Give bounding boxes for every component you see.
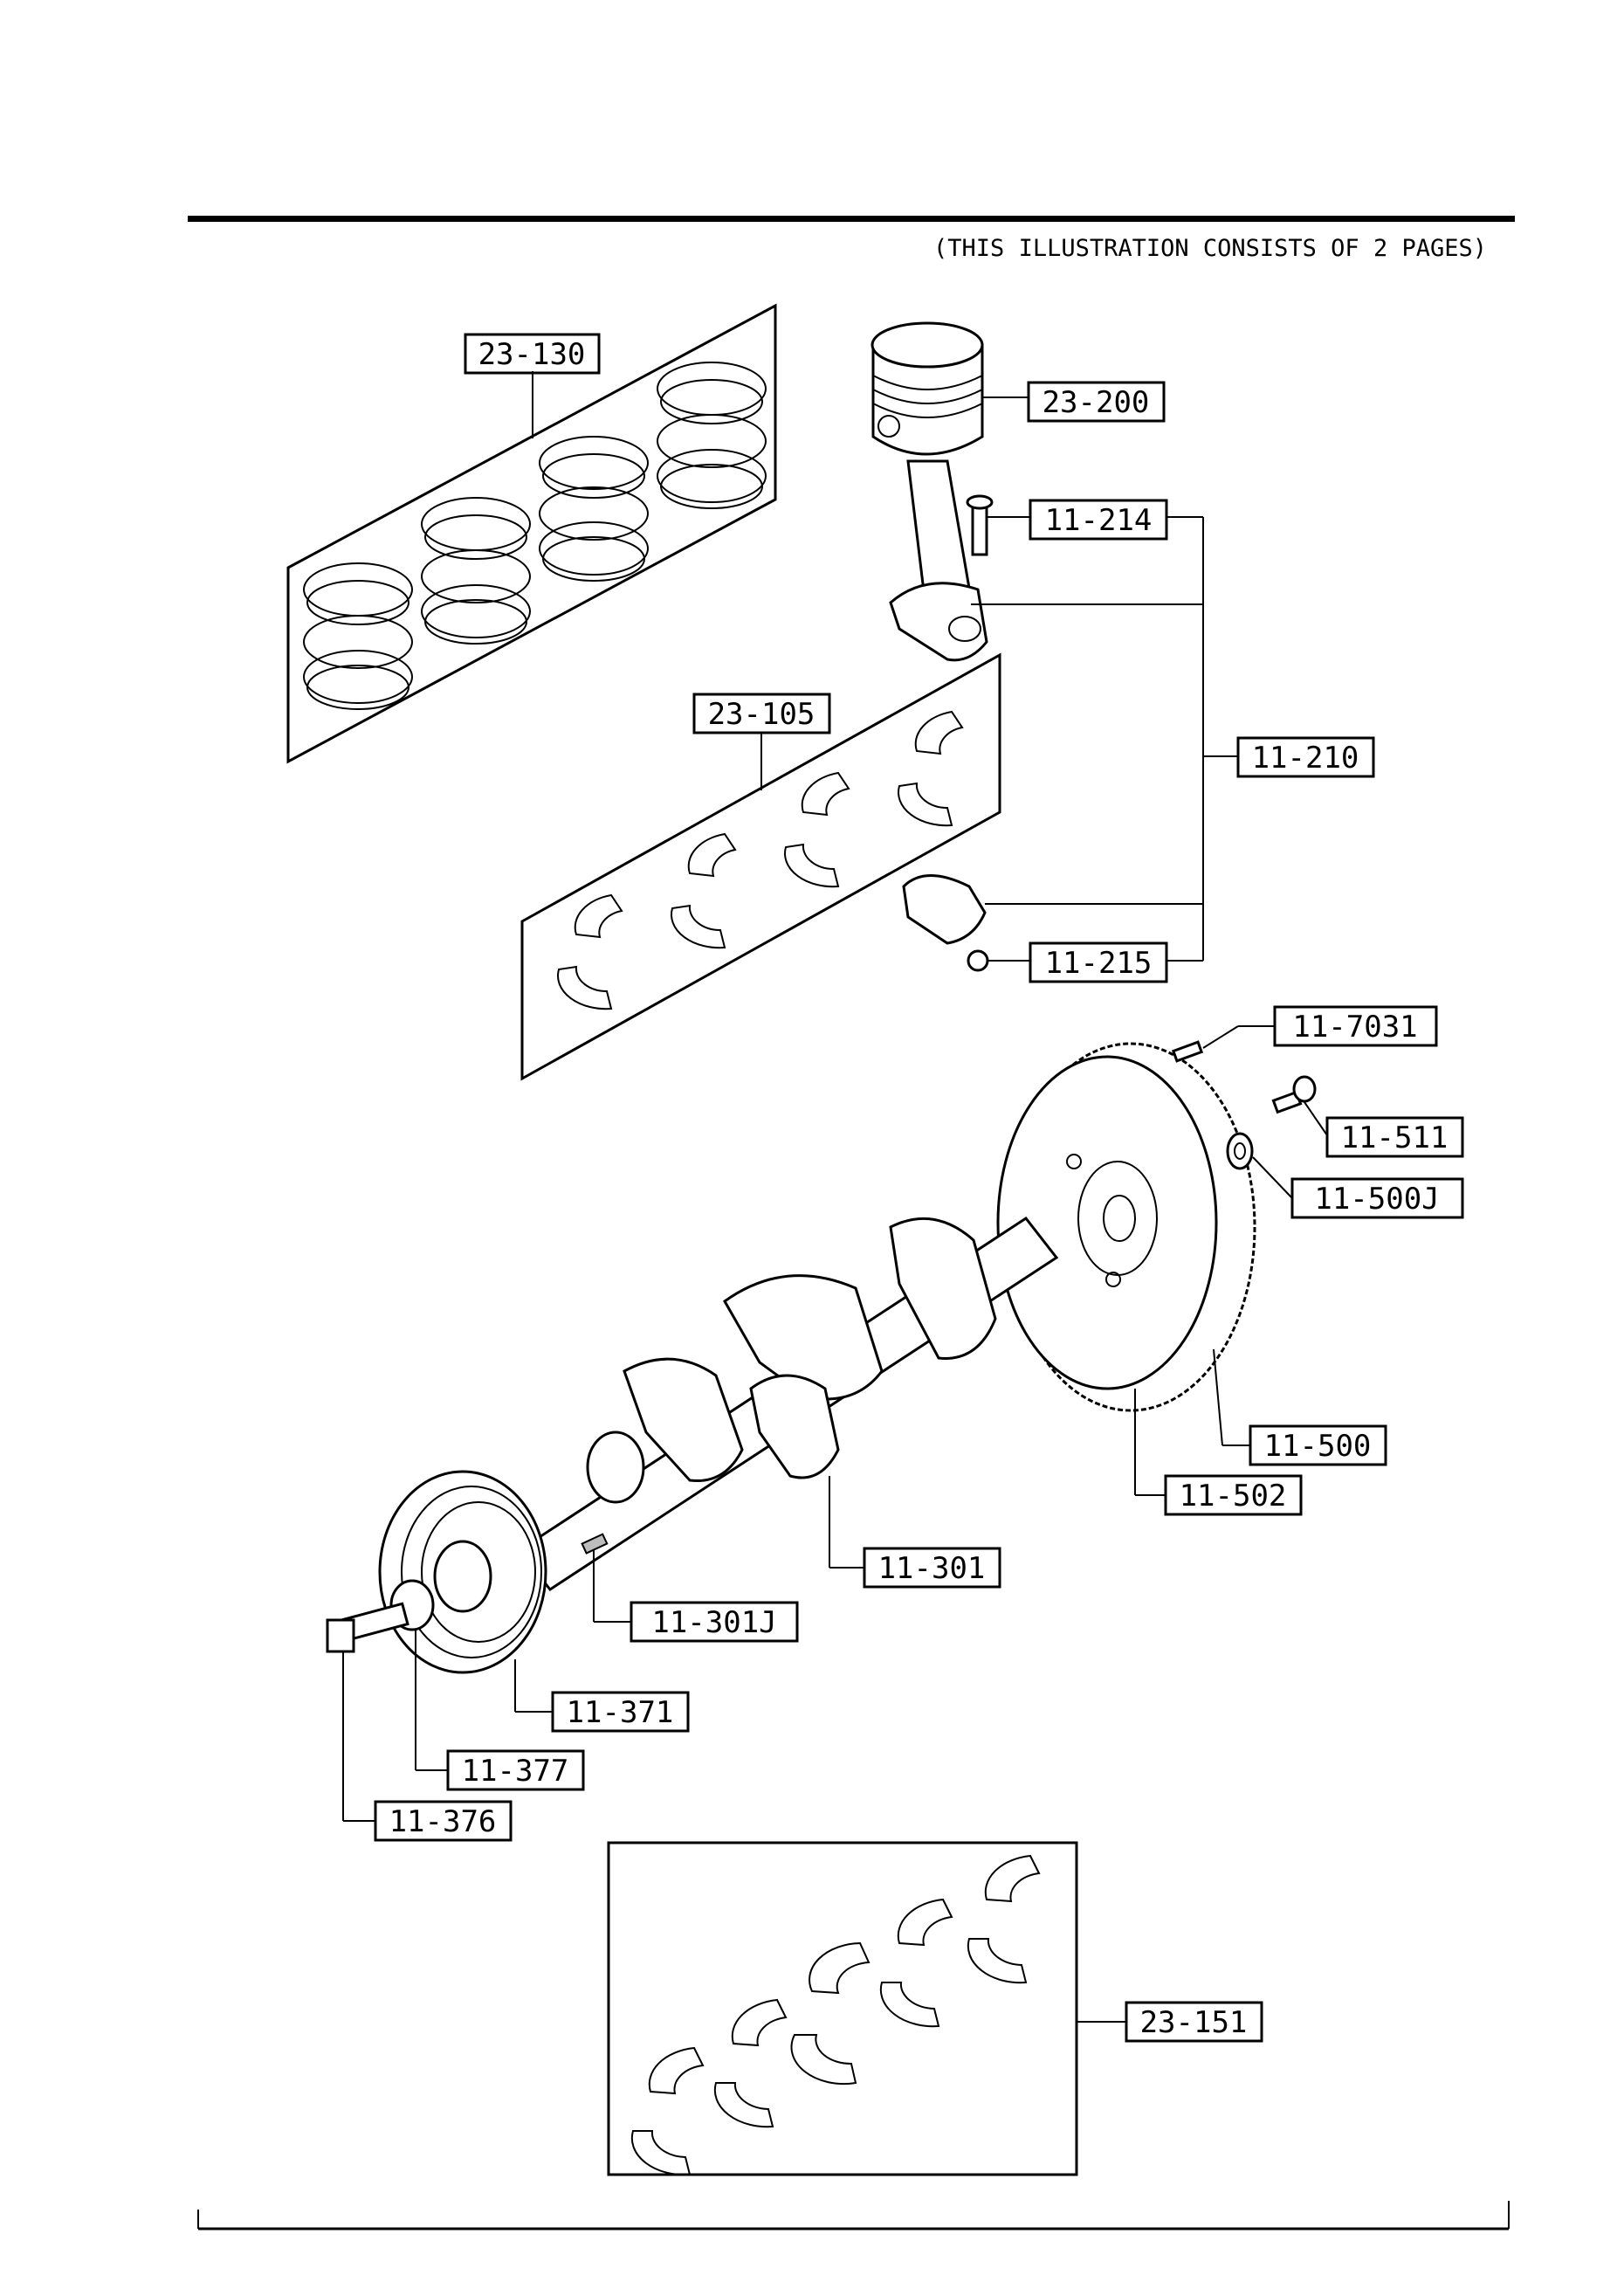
label-11-301J: 11-301J bbox=[630, 1601, 799, 1643]
piston-ring-set-illustration bbox=[286, 303, 777, 764]
svg-text:11-210: 11-210 bbox=[1252, 741, 1359, 776]
header-rule bbox=[188, 216, 1515, 222]
label-23-200: 23-200 bbox=[1027, 381, 1166, 423]
svg-text:23-200: 23-200 bbox=[1043, 385, 1150, 420]
svg-text:11-214: 11-214 bbox=[1045, 503, 1153, 538]
label-23-105: 23-105 bbox=[692, 693, 831, 734]
label-11-500: 11-500 bbox=[1249, 1424, 1387, 1466]
leaders-rod bbox=[971, 396, 1238, 962]
label-11-301: 11-301 bbox=[863, 1547, 1001, 1589]
svg-text:11-301: 11-301 bbox=[878, 1551, 986, 1586]
leaders-crank bbox=[593, 1476, 864, 1623]
flywheel-illustration bbox=[996, 1040, 1317, 1412]
label-11-511: 11-511 bbox=[1325, 1116, 1464, 1158]
label-23-151: 23-151 bbox=[1125, 2001, 1263, 2043]
rod-bearing-set-illustration bbox=[520, 652, 1001, 1081]
svg-text:23-105: 23-105 bbox=[708, 697, 815, 732]
svg-text:11-215: 11-215 bbox=[1045, 946, 1153, 981]
main-bearing-set-illustration bbox=[607, 1841, 1078, 2176]
svg-text:23-130: 23-130 bbox=[478, 337, 586, 372]
label-11-377: 11-377 bbox=[446, 1749, 585, 1791]
label-11-7031: 11-7031 bbox=[1273, 1005, 1438, 1047]
pulley-illustration bbox=[326, 1470, 547, 1674]
label-11-214: 11-214 bbox=[1029, 499, 1168, 541]
svg-text:11-500: 11-500 bbox=[1264, 1429, 1372, 1464]
svg-text:11-376: 11-376 bbox=[389, 1804, 497, 1839]
label-11-376: 11-376 bbox=[374, 1800, 513, 1842]
svg-text:11-511: 11-511 bbox=[1341, 1120, 1449, 1155]
pages-note: (THIS ILLUSTRATION CONSISTS OF 2 PAGES) bbox=[933, 235, 1487, 262]
svg-text:11-371: 11-371 bbox=[567, 1695, 674, 1730]
svg-text:11-7031: 11-7031 bbox=[1292, 1010, 1417, 1045]
piston-connecting-rod-illustration bbox=[870, 321, 994, 972]
leaders-flywheel bbox=[1134, 1025, 1328, 1496]
label-23-130: 23-130 bbox=[464, 333, 601, 375]
crankshaft-illustration bbox=[517, 1216, 1059, 1592]
label-11-500J: 11-500J bbox=[1290, 1177, 1464, 1219]
label-11-371: 11-371 bbox=[551, 1691, 690, 1733]
label-11-210: 11-210 bbox=[1236, 736, 1375, 778]
label-11-502: 11-502 bbox=[1164, 1474, 1303, 1516]
svg-text:11-377: 11-377 bbox=[462, 1754, 569, 1789]
svg-text:11-301J: 11-301J bbox=[651, 1605, 776, 1640]
label-11-215: 11-215 bbox=[1029, 941, 1168, 983]
leaders-pulley bbox=[342, 1630, 553, 1822]
svg-text:11-502: 11-502 bbox=[1180, 1479, 1287, 1513]
svg-text:23-151: 23-151 bbox=[1140, 2005, 1248, 2040]
svg-text:11-500J: 11-500J bbox=[1314, 1182, 1439, 1217]
